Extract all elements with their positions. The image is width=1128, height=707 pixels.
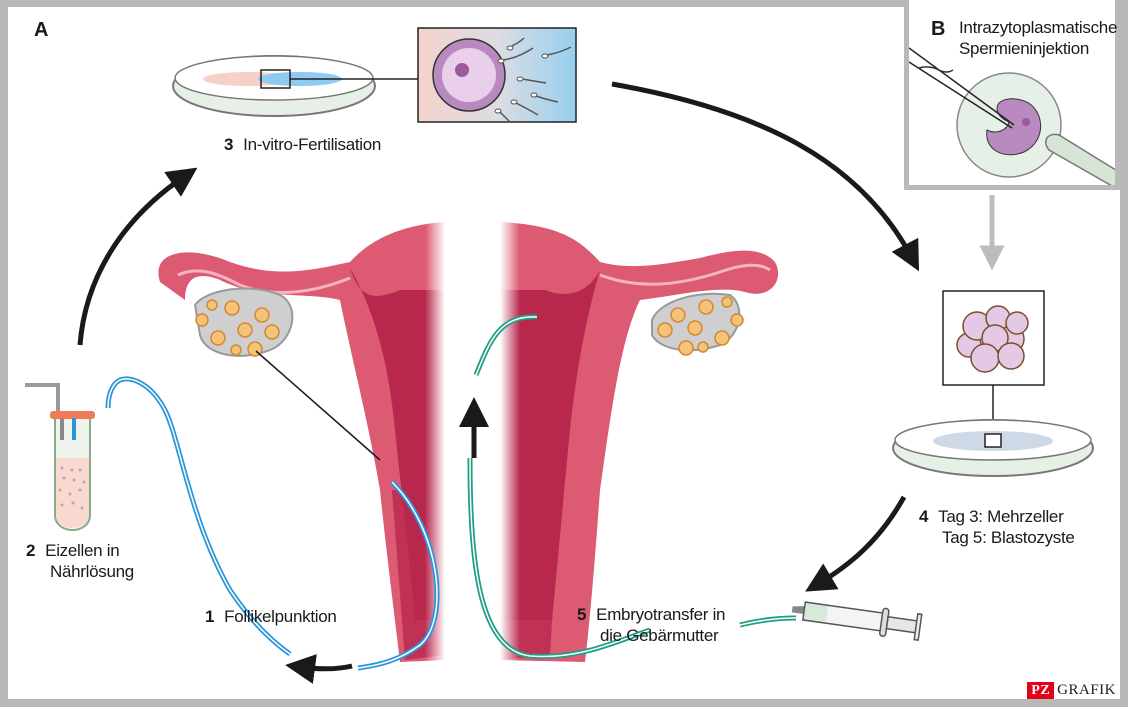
aspiration-tube-blue: [105, 376, 440, 671]
step-5-label: 5 Embryotransfer in die Gebärmutter: [577, 604, 726, 646]
panel-b-title-line2: Spermieninjektion: [959, 39, 1090, 58]
step-4-text-line1: Tag 3: Mehrzeller: [938, 507, 1064, 526]
ovary-left: [193, 287, 294, 357]
pz-logo-badge: PZ: [1027, 682, 1055, 699]
step-2-text-line1: Eizellen in: [45, 541, 120, 560]
syringe: [791, 601, 923, 642]
step-3-number: 3: [224, 135, 234, 154]
puncture-pointer-line: [255, 350, 381, 461]
panel-a-letter: A: [34, 19, 49, 41]
embryo-magnified-view: [942, 290, 1045, 435]
uterus-left-half: [158, 215, 445, 665]
step-1-number: 1: [205, 607, 215, 626]
uterus-right-half: [500, 215, 779, 665]
ivf-magnified-view: [417, 27, 577, 123]
step-1-label: 1 Follikelpunktion: [205, 606, 337, 627]
ovary-right: [651, 292, 744, 356]
panel-b-title-line1: Intrazytoplasmatische: [959, 18, 1118, 37]
step-3-text: In-vitro-Fertilisation: [243, 135, 382, 154]
transfer-catheter-green: [467, 314, 797, 660]
petri-dish-culture: [892, 419, 1094, 477]
arrow-1-return: [285, 654, 353, 684]
panel-b-icsi: B Intrazytoplasmatische Spermieninjektio…: [904, 0, 1120, 190]
step-5-text-line1: Embryotransfer in: [596, 605, 726, 624]
step-2-text-line2: Nährlösung: [50, 562, 134, 581]
step-1-text: Follikelpunktion: [224, 607, 337, 626]
step-5-number: 5: [577, 605, 587, 624]
petri-dish-ivf: [172, 55, 418, 117]
step-4-label: 4 Tag 3: Mehrzeller Tag 5: Blastozyste: [919, 506, 1075, 548]
step-4-number: 4: [919, 507, 929, 526]
test-tube: [25, 383, 95, 531]
arrow-2-to-3: [77, 167, 198, 346]
step-3-label: 3 In-vitro-Fertilisation: [224, 134, 381, 155]
panel-b-letter: B: [931, 18, 946, 40]
arrow-4-to-5: [805, 495, 907, 592]
pz-grafik-credit: PZ GRAFIK: [1027, 682, 1116, 699]
icsi-illustration: [909, 47, 1115, 185]
credit-text: GRAFIK: [1057, 682, 1116, 698]
step-5-text-line2: die Gebärmutter: [600, 626, 719, 645]
step-2-label: 2 Eizellen in Nährlösung: [26, 540, 134, 582]
panel-b-title: Intrazytoplasmatische Spermieninjektion: [959, 17, 1117, 59]
arrow-3-to-4: [611, 81, 920, 272]
step-2-number: 2: [26, 541, 36, 560]
step-4-text-line2: Tag 5: Blastozyste: [942, 528, 1075, 547]
